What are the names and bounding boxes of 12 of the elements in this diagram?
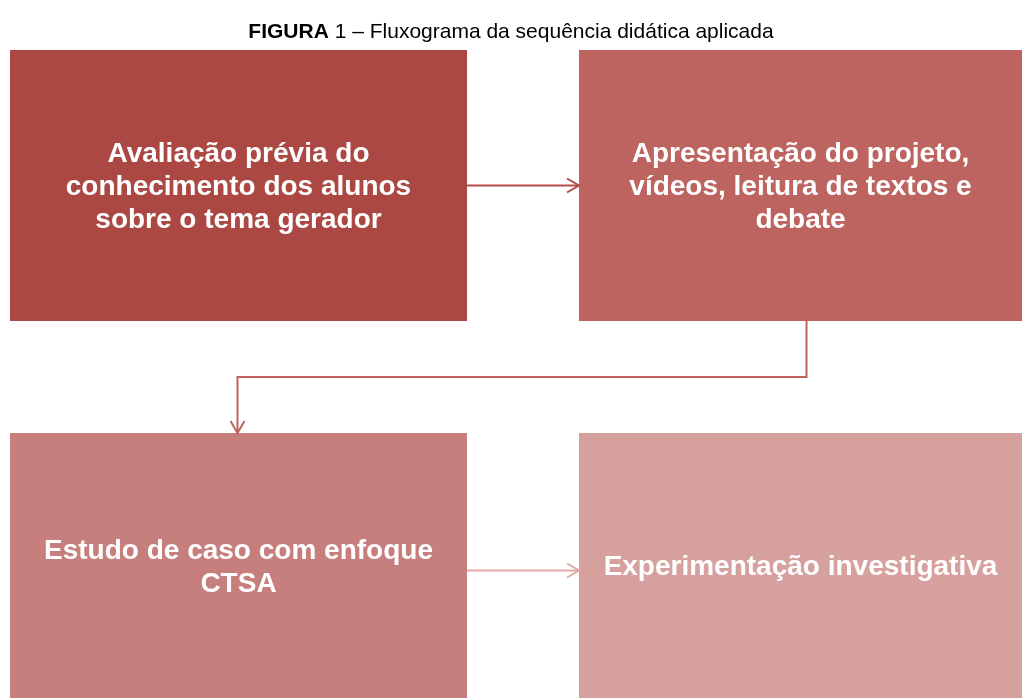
step-text: Avaliação prévia do conhecimento dos alunos sobre o tema gerador (64, 136, 413, 235)
process-box (579, 50, 1022, 321)
step-text: Apresentação do projeto, vídeos, leitura de textos e debate (628, 136, 973, 235)
arrow (466, 562, 580, 579)
process-box (579, 433, 1022, 698)
arrow (229, 320, 808, 434)
step-text: Experimentação investigativa (603, 549, 998, 582)
step-text: Estudo de caso com enfoque CTSA (43, 532, 434, 599)
process-box (10, 50, 467, 321)
process-box (10, 433, 467, 698)
figure-title: FIGURA 1 – Fluxograma da sequência didática aplicada (248, 18, 774, 44)
arrow (466, 177, 580, 194)
